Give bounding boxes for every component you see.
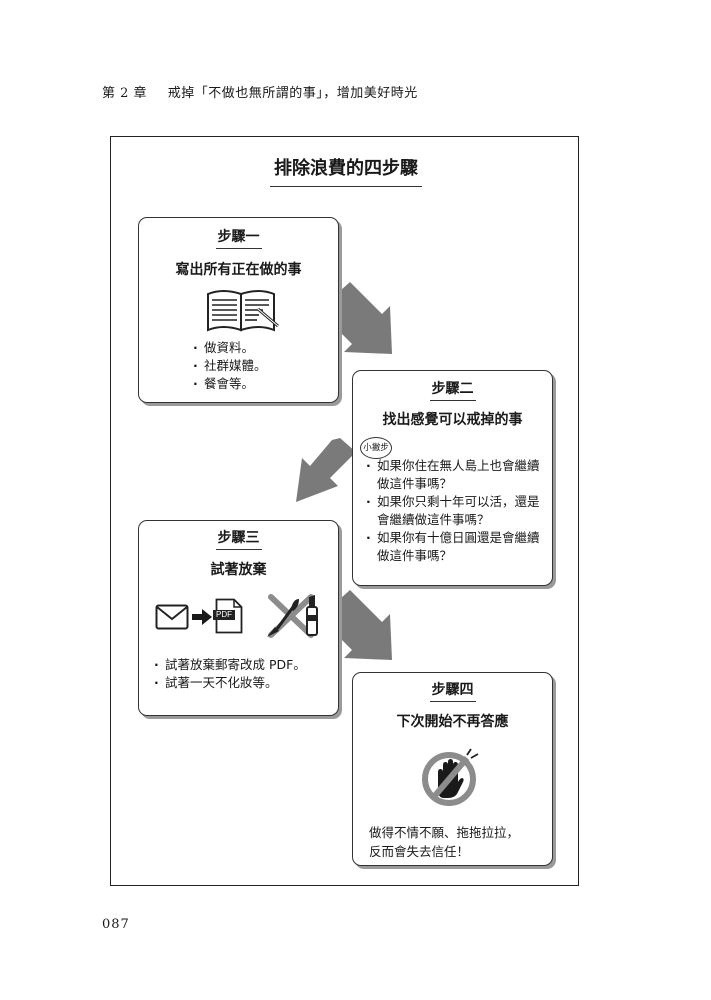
step4-heading: 下次開始不再答應 — [396, 714, 509, 730]
diagram-frame — [110, 136, 579, 886]
open-book-icon — [207, 290, 279, 332]
list-item: 如果你住在無人島上也會繼續做這件事嗎？ — [365, 457, 547, 493]
step2-heading: 找出感覺可以戒掉的事 — [382, 412, 523, 428]
step4-note-line1: 做得不情不願、拖拖拉拉， — [369, 825, 520, 840]
step4-card: 步驟四 下次開始不再答應 做得不情不願、拖拖拉拉， 反而會失去信任！ — [352, 672, 553, 866]
running-header: 第 2 章 戒掉「不做也無所謂的事」，增加美好時光 — [102, 82, 418, 101]
chapter-number: 第 2 章 — [102, 86, 148, 101]
list-item: 如果你有十億日圓還是會繼續做這件事嗎？ — [365, 529, 547, 565]
list-item: 社群媒體。 — [192, 357, 267, 375]
step1-card: 步驟一 寫出所有正在做的事 做資料。 社群媒體。 餐會等。 — [138, 217, 339, 403]
step4-note-line2: 反而會失去信任！ — [369, 844, 470, 859]
envelope-icon — [155, 604, 189, 630]
step2-list: 如果你住在無人島上也會繼續做這件事嗎？ 如果你只剩十年可以活，還是會繼續做這件事… — [365, 457, 547, 565]
makeup-brush-icon — [267, 594, 318, 638]
page-number: 087 — [102, 917, 130, 932]
chapter-title: 戒掉「不做也無所謂的事」，增加美好時光 — [167, 86, 418, 101]
step3-list: 試著放棄郵寄改成 PDF。 試著一天不化妝等。 — [153, 656, 306, 692]
list-item: 如果你只剩十年可以活，還是會繼續做這件事嗎？ — [365, 493, 547, 529]
step2-label: 步驟二 — [353, 378, 552, 401]
list-item: 做資料。 — [192, 339, 267, 357]
step1-list: 做資料。 社群媒體。 餐會等。 — [192, 339, 267, 393]
step3-heading: 試著放棄 — [210, 562, 267, 578]
arrow-step2-to-step3 — [296, 438, 356, 502]
step1-label: 步驟一 — [139, 226, 338, 249]
list-item: 試著一天不化妝等。 — [153, 674, 306, 692]
list-item: 試著放棄郵寄改成 PDF。 — [153, 656, 306, 674]
step2-card: 步驟二 找出感覺可以戒掉的事 如果你住在無人島上也會繼續做這件事嗎？ 如果你只剩… — [352, 370, 553, 586]
arrow-right-icon — [192, 609, 212, 625]
stop-hand-icon — [422, 748, 479, 806]
step4-label: 步驟四 — [353, 679, 552, 702]
pdf-tag: PDF — [213, 610, 235, 620]
list-item: 餐會等。 — [192, 375, 267, 393]
step3-card: 步驟三 試著放棄 PDF 試著放棄郵寄改成 PDF。 試著一天不化妝等。 — [138, 520, 339, 716]
step1-heading: 寫出所有正在做的事 — [175, 262, 302, 278]
tip-badge: 小撇步 — [360, 437, 392, 459]
step3-label: 步驟三 — [139, 527, 338, 550]
diagram-title: 排除浪費的四步驟 — [270, 154, 422, 187]
